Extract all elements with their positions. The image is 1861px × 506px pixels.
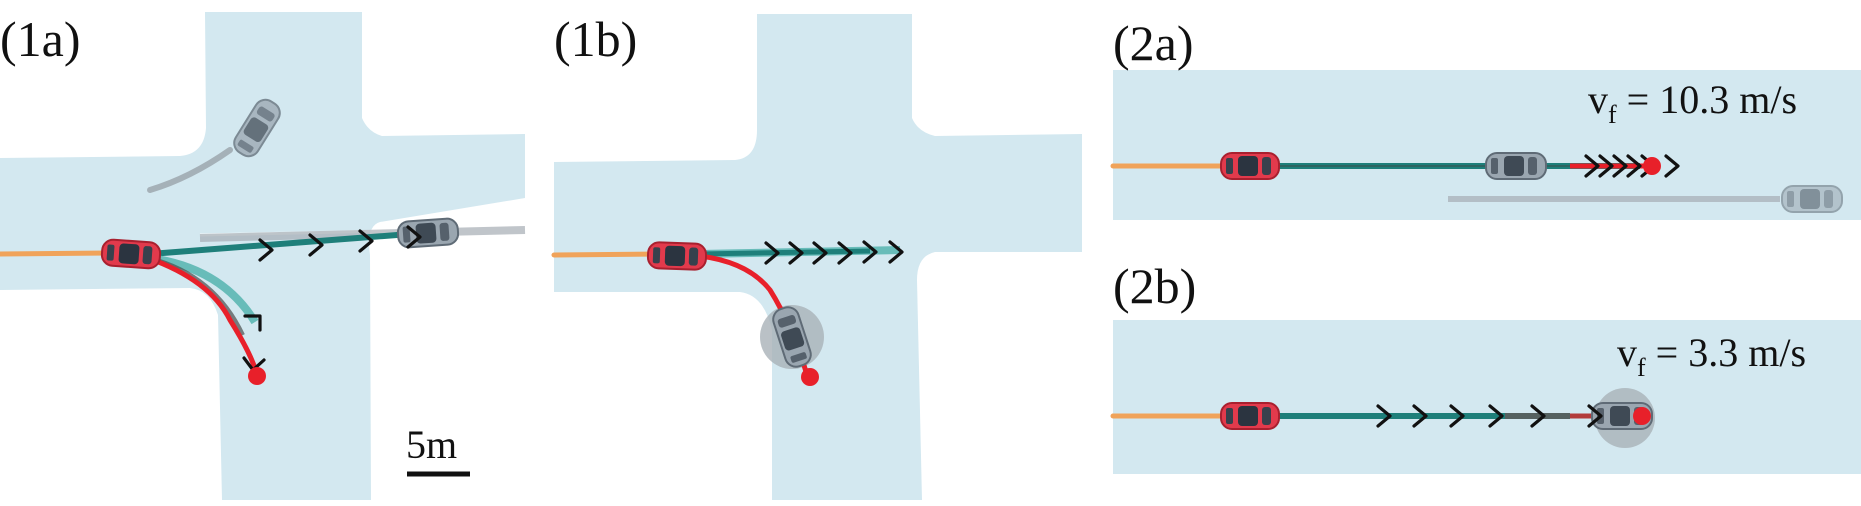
chevron-down-icon <box>243 314 262 332</box>
ego-car-icon <box>1220 152 1280 180</box>
final-velocity-2b: vf = 3.3 m/s <box>1617 330 1806 382</box>
panel-label-2b: (2b) <box>1113 258 1196 314</box>
goal-dot-icon <box>801 368 819 386</box>
vf-subscript: f <box>1637 353 1646 382</box>
vf-symbol: v <box>1617 330 1637 375</box>
other-car-icon <box>1485 152 1547 180</box>
vf-symbol: v <box>1588 77 1608 122</box>
road-1b <box>554 14 1082 500</box>
panel-2a: (2a) vf = 10.3 m/s <box>1110 15 1861 220</box>
vf-subscript: f <box>1608 100 1617 129</box>
panel-1b: (1b) <box>551 11 1082 500</box>
ego-car-icon <box>100 238 162 270</box>
goal-dot-icon <box>1643 157 1661 175</box>
panel-label-2a: (2a) <box>1113 15 1194 71</box>
panel-1a: (1a) 5m <box>0 11 526 500</box>
scale-bar-label: 5m <box>406 422 457 467</box>
panel-2b: (2b) vf = 3.3 m/s <box>1110 258 1861 474</box>
ego-history-1b <box>551 251 663 258</box>
ego-car-icon <box>646 240 708 272</box>
other-car-history-1a <box>147 147 233 193</box>
plan-turn-red-1a <box>145 255 260 378</box>
vf-value: = 10.3 m/s <box>1617 77 1797 122</box>
goal-dot-icon <box>1633 407 1651 425</box>
ego-car-icon <box>1220 402 1280 430</box>
final-velocity-2a: vf = 10.3 m/s <box>1588 77 1797 129</box>
road-2b <box>1113 320 1861 474</box>
panel-label-1b: (1b) <box>554 11 637 67</box>
other-car-icon <box>396 216 460 250</box>
goal-dot-icon <box>248 367 266 385</box>
panel-label-1a: (1a) <box>0 11 81 67</box>
ego-history-1a <box>0 250 113 257</box>
other-car-icon <box>1781 185 1843 213</box>
plan-straight-1b <box>699 248 871 257</box>
road-2a <box>1113 70 1861 220</box>
vf-value: = 3.3 m/s <box>1646 330 1806 375</box>
